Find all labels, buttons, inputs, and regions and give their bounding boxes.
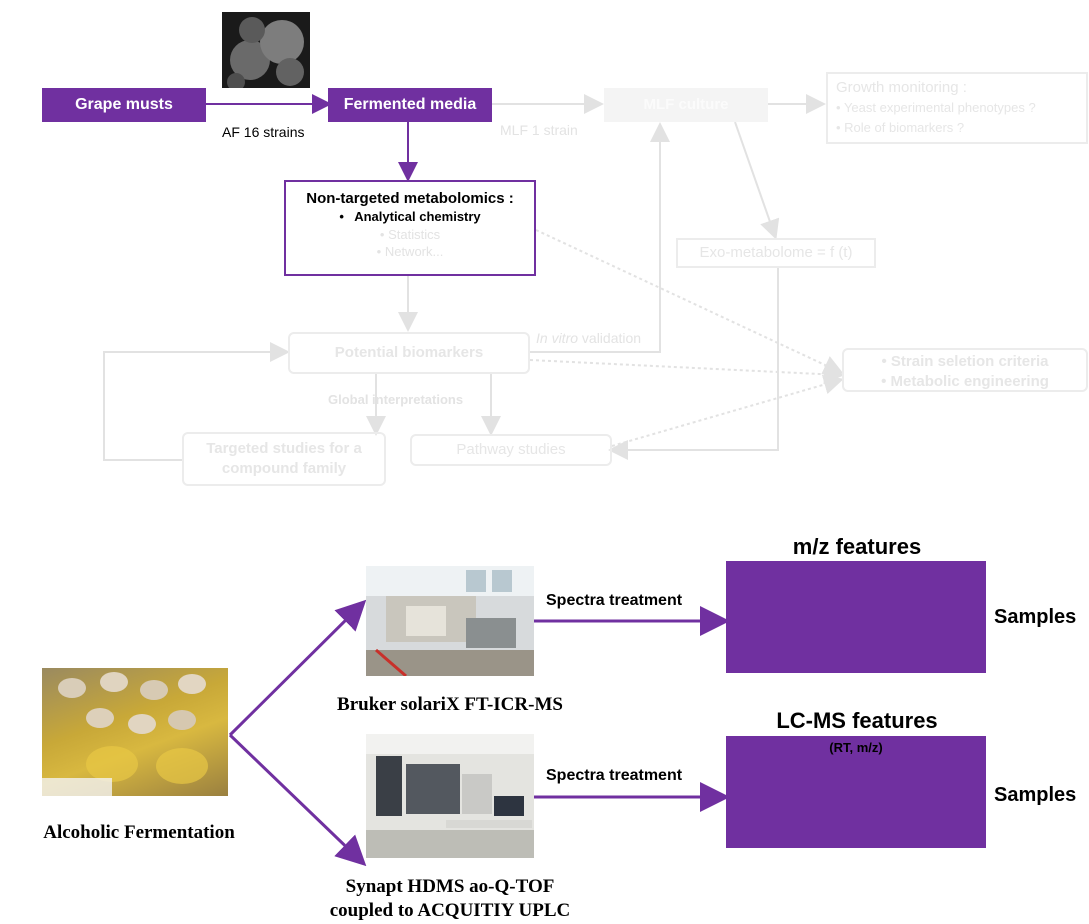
synapt-caption-line1: Synapt HDMS ao-Q-TOF [345,876,555,897]
exo-metabolome-box: Exo-metabolome = f (t) [676,238,876,268]
global-interpretations-label: Global interpretations [328,392,464,407]
nontargeted-item-1: Analytical chemistry [354,209,481,224]
nontargeted-box: Non-targeted metabolomics : • Analytical… [284,180,536,276]
potential-biomarkers-label: Potential biomarkers [334,344,484,361]
nontargeted-item-2: Statistics [388,227,441,242]
in-vitro-validation-label: In vitro validation [536,330,641,346]
growth-monitoring-title: Growth monitoring : [836,79,967,96]
fermentation-caption: Alcoholic Fermentation [43,822,235,843]
mz-features-matrix [726,561,986,673]
nontargeted-item-3: Network... [384,244,444,259]
in-vitro-italic: In vitro [536,330,579,346]
in-vitro-rest: validation [578,330,642,346]
ghost-arrows [103,94,844,461]
grape-musts-box: Grape musts [42,88,206,122]
samples-label-1: Samples [994,606,1077,628]
arrow-fermentation-to-synapt [228,733,367,867]
spectra-treatment-label-2: Spectra treatment [546,767,683,784]
samples-label-2: Samples [994,784,1077,806]
strain-criteria-item-1: Strain seletion criteria [890,353,1049,370]
synapt-caption-line2: coupled to ACQUITIY UPLC [329,900,571,921]
pathway-studies-box: Pathway studies [410,434,612,466]
nontargeted-title: Non-targeted metabolomics : [306,190,514,207]
exo-metabolome-label: Exo-metabolome = f (t) [699,244,853,261]
growth-monitoring-box: Growth monitoring : • Yeast experimental… [826,72,1088,144]
bruker-instrument-photo [366,566,534,676]
lcms-subtitle: (RT, m/z) [829,740,883,755]
targeted-studies-box: Targeted studies for a compound family [182,432,386,486]
arrow-fermentation-to-bruker [228,599,367,737]
pathway-studies-label: Pathway studies [456,441,566,458]
lcms-features-title: LC-MS features [776,708,938,733]
fermentation-photo [42,668,228,796]
synapt-instrument-photo [366,734,534,858]
yeast-micrograph [222,12,310,88]
fermented-media-box: Fermented media [328,88,492,122]
mlf-strain-label: MLF 1 strain [500,122,578,138]
potential-biomarkers-box: Potential biomarkers [288,332,530,374]
lcms-features-matrix: (RT, m/z) [726,736,986,848]
mlf-culture-label: MLF culture [643,96,729,113]
strain-criteria-item-2: Metabolic engineering [890,373,1049,390]
spectra-treatment-label-1: Spectra treatment [546,592,683,609]
mlf-culture-box: MLF culture [604,88,768,122]
growth-item-1: Yeast experimental phenotypes ? [843,100,1036,115]
strain-criteria-box: • Strain seletion criteria • Metabolic e… [842,348,1088,392]
targeted-studies-label: Targeted studies for a compound family [206,440,362,477]
bruker-caption: Bruker solariX FT-ICR-MS [337,694,563,715]
growth-item-2: Role of biomarkers ? [844,120,965,135]
af-strains-label: AF 16 strains [222,124,305,140]
mz-features-title: m/z features [792,534,922,559]
